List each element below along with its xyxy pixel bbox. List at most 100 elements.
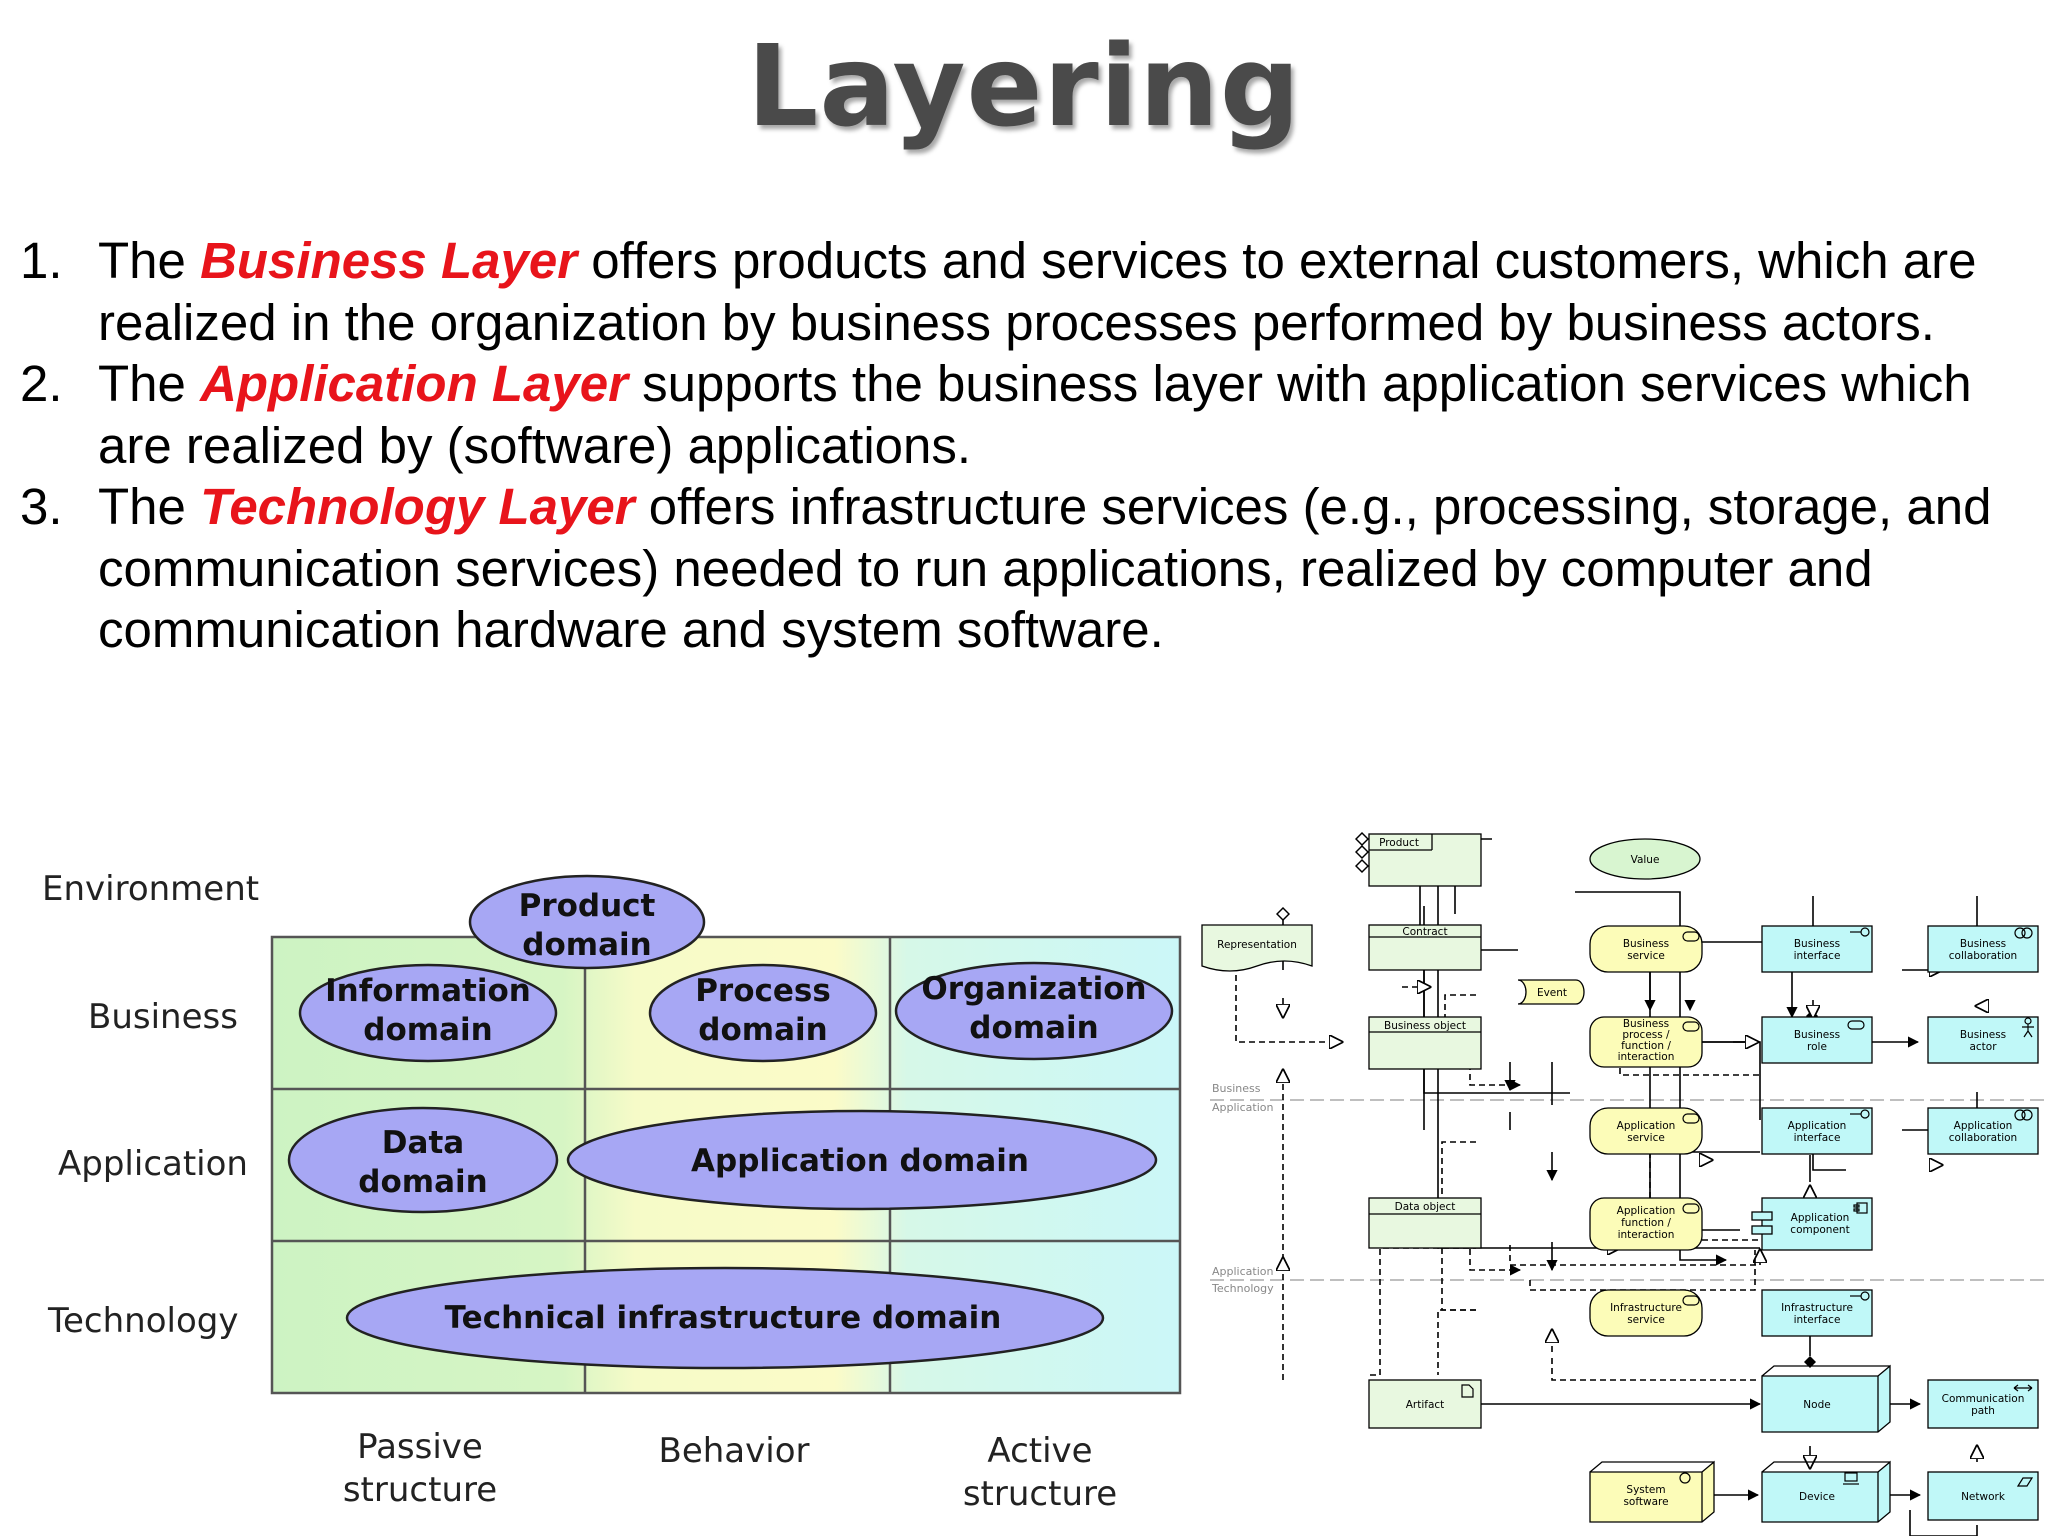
technical-infrastructure-domain-label: Technical infrastructure domain [445,1300,1002,1336]
bullet-text-post: supports the business layer with applica… [98,355,1972,474]
device-icon [1844,1472,1858,1482]
contract-box [1368,924,1482,971]
event-shape [1517,979,1585,1005]
infrastructure-interface-label-1: Infrastructure [1781,1302,1853,1314]
business-interface-box [1761,925,1873,973]
business-role-label-2: role [1807,1041,1827,1053]
column-label-passive-1: Passive [357,1427,483,1467]
bullet-highlight: Business Layer [200,232,578,289]
bullet-item: 3.The Technology Layer offers infrastruc… [20,476,2010,661]
device-label: Device [1799,1491,1835,1503]
contract-label: Contract [1402,926,1447,938]
organization-domain-ellipse [894,961,1174,1061]
network-icon [2016,1477,2034,1487]
service-icon [1682,931,1700,942]
organization-domain-label-2: domain [969,1010,1098,1046]
infrastructure-service-box [1589,1289,1703,1337]
application-service-label-1: Application [1617,1120,1676,1132]
bullet-number: 3. [20,478,63,535]
bullet-number: 2. [20,355,63,412]
layer-label-business: Business [1212,1082,1261,1095]
process-domain-ellipse [648,963,878,1063]
column-label-active-2: structure [963,1474,1117,1514]
business-collaboration-label-2: collaboration [1949,950,2017,962]
application-interface-label-1: Application [1788,1120,1847,1132]
bullet-text-post: offers infrastructure services (e.g., pr… [98,478,1992,658]
business-actor-label-1: Business [1960,1029,2006,1041]
value-ellipse [1589,838,1701,880]
data-domain-label-1: Data [382,1125,464,1161]
bullet-text-pre: The [98,478,201,535]
application-collaboration-box [1927,1107,2039,1155]
row-label-business: Business [88,997,238,1037]
process-domain-label-1: Process [695,973,831,1009]
system-software-label-1: System [1626,1484,1665,1496]
application-collaboration-label-1: Application [1954,1120,2013,1132]
product-label: Product [1379,837,1419,849]
application-component-label-1: Application [1791,1212,1850,1224]
business-process-label-2: process / [1622,1029,1670,1041]
application-service-label-2: service [1627,1132,1665,1144]
application-interface-box [1761,1107,1873,1155]
business-service-box [1589,925,1703,973]
business-process-label-1: Business [1623,1018,1669,1030]
network-label: Network [1961,1491,2006,1503]
process-icon [1682,1021,1700,1032]
network-box [1927,1471,2039,1521]
row-label-environment: Environment [42,869,259,909]
row-label-application: Application [58,1144,248,1184]
application-function-box [1589,1197,1703,1251]
business-role-label-1: Business [1794,1029,1840,1041]
process-domain-label-2: domain [698,1012,827,1048]
data-domain-label-2: domain [358,1164,487,1200]
component-icon [1856,1202,1868,1214]
business-process-label-3: function / [1621,1040,1671,1052]
connector-dashed [1370,1247,1476,1376]
data-object-box [1368,1197,1482,1249]
connector-dashed [1606,1061,1760,1076]
role-icon [1847,1020,1865,1030]
business-interface-label-1: Business [1794,938,1840,950]
service-icon [1682,1113,1700,1124]
bullet-number: 1. [20,232,63,289]
information-domain-label-2: domain [363,1012,492,1048]
layer-label-application-lower: Application [1212,1265,1273,1278]
business-actor-box [1927,1016,2039,1064]
information-domain-label-1: Information [325,973,531,1009]
value-label: Value [1631,854,1660,866]
bullet-text-post: offers products and services to external… [98,232,1977,351]
slide-title: Layering [747,22,1301,152]
data-domain-ellipse [287,1106,559,1214]
application-component-label-2: component [1790,1224,1849,1236]
connector [1575,891,1728,1266]
bullet-item: 1.The Business Layer offers products and… [20,230,2010,353]
layer-label-application-upper: Application [1212,1101,1273,1114]
data-object-label: Data object [1395,1201,1456,1213]
row-label-technology: Technology [47,1301,238,1341]
business-role-box [1761,1016,1873,1064]
infrastructure-interface-box [1761,1289,1873,1337]
node-label: Node [1803,1399,1830,1411]
column-label-behavior: Behavior [659,1431,810,1471]
information-domain-ellipse [298,963,558,1063]
bullet-item: 2.The Application Layer supports the bus… [20,353,2010,476]
organization-domain-label-1: Organization [921,971,1146,1007]
connector [1909,1510,1978,1536]
representation-label: Representation [1217,939,1297,951]
product-domain-label-1: Product [519,888,656,924]
service-icon [1682,1295,1700,1306]
connector-dashed [1437,1309,1476,1375]
product-box [1368,833,1482,887]
business-process-label-4: interaction [1618,1051,1675,1063]
column-label-active-1: Active [987,1431,1092,1471]
infrastructure-service-label-2: service [1627,1314,1665,1326]
application-function-label-2: function / [1621,1217,1671,1229]
application-function-label-1: Application [1617,1205,1676,1217]
connector-dashed [1551,1358,1760,1381]
business-service-label-1: Business [1623,938,1669,950]
infrastructure-service-label-1: Infrastructure [1610,1302,1682,1314]
connector-dashed [1529,1250,1756,1291]
collaboration-icon [2014,1109,2026,1121]
business-collaboration-box [1927,925,2039,973]
connector-dashed [1509,1245,1760,1266]
